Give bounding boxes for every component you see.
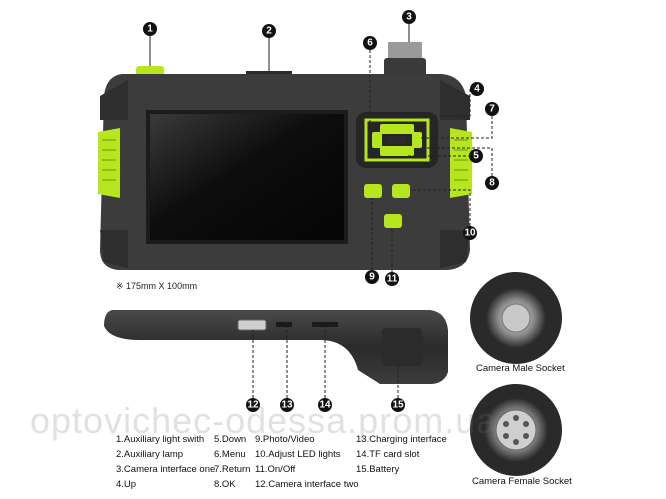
down-button bbox=[380, 146, 414, 156]
legend-item: 12.Camera interface two bbox=[255, 479, 359, 490]
legend-column-3: 9.Photo/Video 10.Adjust LED lights 11.On… bbox=[255, 432, 359, 492]
callout-6: 6 bbox=[363, 36, 377, 50]
svg-text:4: 4 bbox=[474, 84, 480, 95]
legend-item: 3.Camera interface one bbox=[116, 464, 216, 475]
auxiliary-light-switch bbox=[136, 66, 164, 76]
svg-text:6: 6 bbox=[367, 38, 373, 49]
battery-cover bbox=[382, 328, 422, 366]
svg-text:14: 14 bbox=[319, 400, 331, 411]
leader-lines bbox=[149, 24, 493, 398]
camera-interface-two-port bbox=[237, 319, 267, 331]
legend-column-4: 13.Charging interface 14.TF card slot 15… bbox=[356, 432, 447, 477]
male-socket-caption: Camera Male Socket bbox=[476, 363, 565, 374]
photo-video-button bbox=[364, 184, 382, 198]
power-button bbox=[384, 214, 402, 228]
legend-item: 13.Charging interface bbox=[356, 434, 447, 445]
svg-text:12: 12 bbox=[247, 400, 259, 411]
svg-text:5: 5 bbox=[473, 151, 479, 162]
svg-text:1: 1 bbox=[147, 24, 153, 35]
bumper-bottom-left bbox=[100, 230, 128, 268]
svg-text:11: 11 bbox=[387, 274, 398, 285]
callout-3: 3 bbox=[402, 10, 416, 24]
device-front-view bbox=[98, 42, 472, 270]
watermark: optovichec-odessa.prom.ua bbox=[30, 400, 498, 441]
legend-column-1: 1.Auxiliary light swith 2.Auxiliary lamp… bbox=[116, 432, 215, 492]
legend-item: 11.On/Off bbox=[255, 464, 296, 475]
legend-item: 15.Battery bbox=[356, 464, 400, 475]
led-adjust-button bbox=[392, 184, 410, 198]
callout-15: 15 bbox=[391, 398, 405, 412]
callout-14: 14 bbox=[318, 398, 332, 412]
camera-connector-metal bbox=[388, 42, 422, 62]
callout-5: 5 bbox=[469, 149, 483, 163]
callout-9: 9 bbox=[365, 270, 379, 284]
auxiliary-lamp-slot bbox=[246, 71, 292, 75]
svg-text:7: 7 bbox=[489, 104, 495, 115]
device-side-view bbox=[104, 310, 448, 384]
svg-text:15: 15 bbox=[392, 400, 404, 411]
bumper-top-left bbox=[100, 80, 128, 120]
callout-4: 4 bbox=[470, 82, 484, 96]
left-grip bbox=[98, 128, 120, 198]
side-body bbox=[104, 310, 448, 384]
legend-item: 14.TF card slot bbox=[356, 449, 420, 460]
callout-markers: 1 2 3 4 5 6 7 8 9 10 11 12 13 14 15 bbox=[143, 10, 499, 412]
screen bbox=[150, 114, 344, 240]
callout-10: 10 bbox=[463, 226, 477, 240]
svg-text:10: 10 bbox=[464, 228, 476, 239]
callout-11: 11 bbox=[385, 272, 399, 286]
callout-8: 8 bbox=[485, 176, 499, 190]
tf-card-slot bbox=[312, 322, 338, 327]
return-button bbox=[412, 132, 422, 148]
svg-text:3: 3 bbox=[406, 12, 412, 23]
female-socket-photo bbox=[470, 384, 562, 476]
callout-13: 13 bbox=[280, 398, 294, 412]
callout-1: 1 bbox=[143, 22, 157, 36]
legend-item: 8.OK bbox=[214, 479, 236, 490]
svg-text:8: 8 bbox=[489, 178, 495, 189]
callout-12: 12 bbox=[246, 398, 260, 412]
female-socket-caption: Camera Female Socket bbox=[472, 476, 572, 487]
bumper-bottom-right bbox=[440, 230, 470, 268]
svg-text:9: 9 bbox=[369, 272, 375, 283]
legend-item: 2.Auxiliary lamp bbox=[116, 449, 184, 460]
legend-item: 10.Adjust LED lights bbox=[255, 449, 341, 460]
callout-7: 7 bbox=[485, 102, 499, 116]
legend-item: 1.Auxiliary light swith bbox=[116, 434, 205, 445]
male-socket-photo bbox=[470, 272, 562, 364]
menu-button bbox=[372, 132, 382, 148]
up-button bbox=[380, 124, 414, 134]
charging-port bbox=[276, 322, 292, 327]
ok-button bbox=[388, 136, 406, 144]
dpad-ring bbox=[364, 118, 430, 162]
legend-item: 7.Return bbox=[214, 464, 251, 475]
bumper-top-right bbox=[440, 80, 470, 120]
legend-column-2: 5.Down 6.Menu 7.Return 8.OK bbox=[214, 432, 250, 492]
legend-item: 9.Photo/Video bbox=[255, 434, 315, 445]
legend-item: 4.Up bbox=[116, 479, 137, 490]
svg-text:2: 2 bbox=[266, 26, 272, 37]
callout-2: 2 bbox=[262, 24, 276, 38]
legend-item: 5.Down bbox=[214, 434, 247, 445]
dimension-note: ※ 175mm X 100mm bbox=[116, 281, 198, 291]
legend-item: 6.Menu bbox=[214, 449, 246, 460]
svg-text:13: 13 bbox=[281, 400, 293, 411]
